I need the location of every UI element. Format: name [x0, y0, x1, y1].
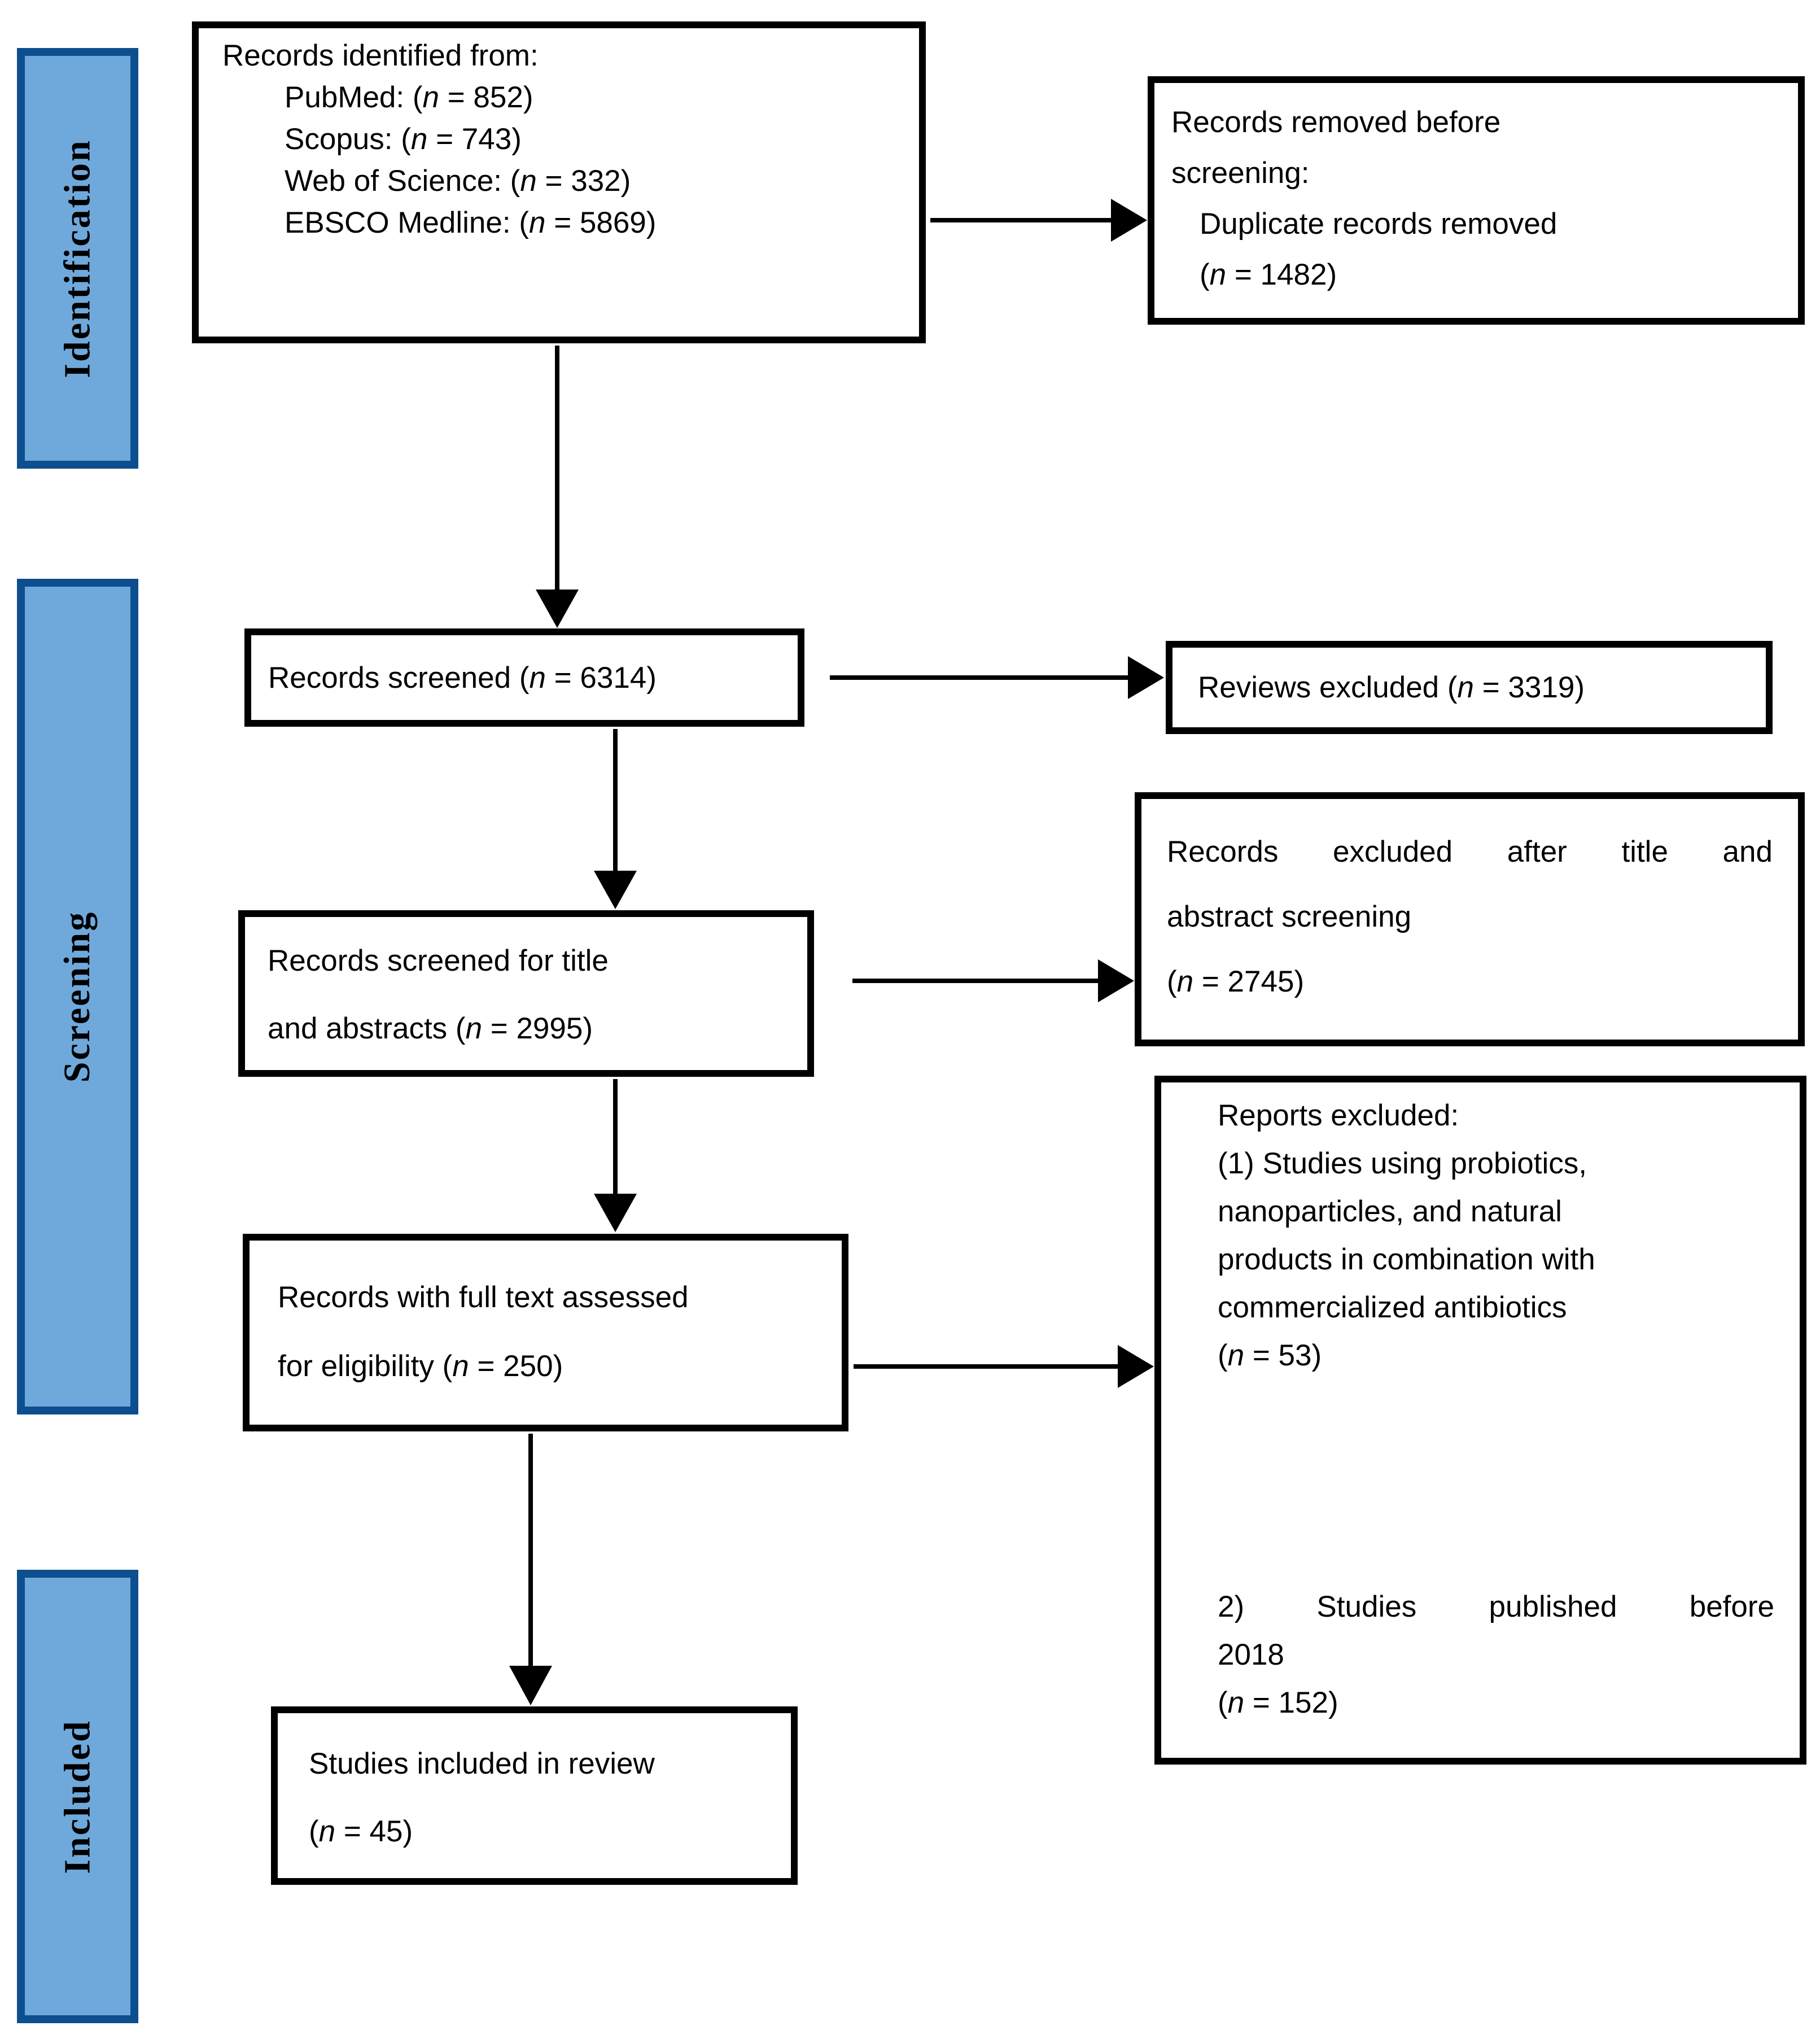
reports-excluded-reason1-count: (n = 53) — [1218, 1339, 1322, 1372]
arrow-identified-to-removed — [930, 199, 1147, 242]
records-removed-line-2: screening: — [1171, 156, 1310, 190]
studies-included-line-1: Studies included in review — [309, 1747, 655, 1780]
reports-excluded-reason2-line-2: 2018 — [1218, 1638, 1284, 1671]
records-identified-title: Records identified from: — [222, 39, 539, 72]
arrow-title-abstract-to-excluded — [852, 959, 1134, 1002]
reports-excluded-reason2-line-1: 2) Studies published before — [1218, 1590, 1774, 1623]
reports-excluded-reason1-line-4: commercialized antibiotics — [1218, 1291, 1567, 1324]
records-identified-item-pubmed: PubMed: (n = 852) — [285, 81, 533, 114]
box-records-screened: Records screened (n = 6314) — [244, 628, 804, 727]
screened-title-abstract-line-1: Records screened for title — [268, 944, 609, 977]
box-reviews-excluded: Reviews excluded (n = 3319) — [1166, 641, 1773, 734]
excluded-title-abstract-line-1: Records excluded after title and — [1167, 835, 1773, 868]
box-full-text-assessed: Records with full text assessed for elig… — [243, 1234, 848, 1431]
box-records-identified: Records identified from: PubMed: (n = 85… — [192, 21, 926, 343]
arrow-screened-to-reviews-excluded — [830, 656, 1164, 699]
stage-band-screening: Screening — [17, 579, 138, 1414]
arrow-identified-to-screened — [536, 346, 579, 628]
records-screened-text: Records screened (n = 6314) — [268, 661, 657, 695]
reports-excluded-reason1-line-1: (1) Studies using probiotics, — [1218, 1147, 1587, 1180]
reports-excluded-reason1-line-3: products in combination with — [1218, 1243, 1595, 1276]
stage-band-included: Included — [17, 1570, 138, 2023]
records-identified-item-scopus: Scopus: (n = 743) — [285, 123, 522, 156]
box-records-removed-before-screening: Records removed before screening: Duplic… — [1148, 76, 1805, 325]
records-removed-item-count: (n = 1482) — [1200, 258, 1337, 291]
box-screened-title-abstract: Records screened for title and abstracts… — [238, 910, 814, 1077]
arrow-screened-to-title-abstract — [594, 729, 637, 909]
arrow-full-text-to-included — [509, 1434, 552, 1705]
records-identified-item-wos: Web of Science: (n = 332) — [285, 164, 631, 198]
reports-excluded-reason1-line-2: nanoparticles, and natural — [1218, 1195, 1562, 1228]
excluded-title-abstract-line-2: abstract screening — [1167, 900, 1412, 933]
screened-title-abstract-line-2: and abstracts (n = 2995) — [268, 1012, 593, 1045]
records-removed-line-1: Records removed before — [1171, 106, 1501, 139]
records-removed-item-duplicates: Duplicate records removed — [1200, 207, 1558, 241]
records-identified-item-ebsco: EBSCO Medline: (n = 5869) — [285, 206, 657, 239]
reports-excluded-reason2-count: (n = 152) — [1218, 1686, 1338, 1719]
studies-included-count: (n = 45) — [309, 1815, 413, 1848]
full-text-assessed-line-1: Records with full text assessed — [278, 1281, 689, 1314]
stage-band-identification: Identification — [17, 48, 138, 469]
reports-excluded-title: Reports excluded: — [1218, 1099, 1459, 1132]
arrow-full-text-to-reports-excluded — [854, 1345, 1154, 1388]
box-studies-included: Studies included in review (n = 45) — [271, 1706, 798, 1885]
arrow-title-abstract-to-full-text — [594, 1079, 637, 1232]
box-excluded-title-abstract: Records excluded after title and abstrac… — [1135, 792, 1805, 1046]
excluded-title-abstract-count: (n = 2745) — [1167, 965, 1305, 998]
reviews-excluded-text: Reviews excluded (n = 3319) — [1198, 671, 1585, 704]
box-reports-excluded: Reports excluded: (1) Studies using prob… — [1154, 1076, 1806, 1765]
full-text-assessed-line-2: for eligibility (n = 250) — [278, 1350, 563, 1383]
